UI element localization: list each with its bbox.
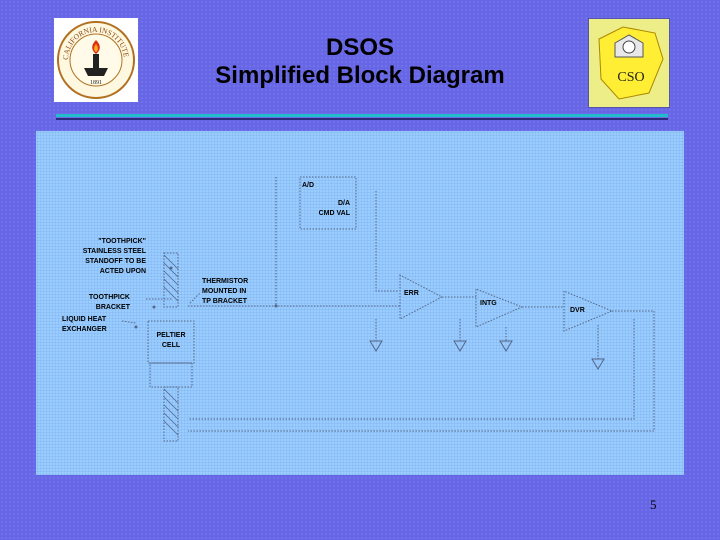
cso-logo: CSO (588, 18, 670, 108)
standoff-hatch (163, 254, 179, 302)
err-amplifier (399, 274, 444, 320)
heat-exchanger-box (149, 362, 193, 388)
bracket-label-line-2: BRACKET (96, 304, 131, 311)
dac-to-err-wire (375, 191, 398, 292)
header-rule-dark (56, 118, 668, 120)
dvr-label: DVR (570, 307, 585, 314)
slide-title: DSOS Simplified Block Diagram (150, 34, 570, 90)
cso-logo-text: CSO (617, 70, 644, 85)
diagram-panel: A/D D/A CMD VAL "TOOTHPICK" STAINLESS ST… (36, 131, 684, 475)
ad-box (299, 176, 357, 230)
toothpick-label-line-4: ACTED UPON (100, 268, 146, 275)
thermistor-label-line-1: THERMISTOR (202, 278, 248, 285)
cmd-val-label: CMD VAL (319, 210, 351, 217)
standoff-dot (169, 266, 173, 270)
dvr-ground-symbol (591, 358, 605, 370)
title-line-1: DSOS (325, 34, 394, 61)
da-label: D/A (338, 200, 350, 207)
page-number: 5 (650, 497, 657, 512)
heat-exchanger-stem (163, 386, 179, 442)
dvr-output-outer-wire (188, 310, 655, 432)
err-ground-symbol (369, 340, 383, 352)
peltier-label-line-2: CELL (162, 342, 181, 349)
thermistor-label-line-3: TP BRACKET (202, 298, 248, 305)
toothpick-standoff (163, 252, 179, 308)
intg-ground-symbol (499, 340, 513, 352)
dvr-amplifier (563, 290, 614, 332)
thermistor-leader (189, 292, 201, 304)
toothpick-label-line-2: STAINLESS STEEL (83, 248, 147, 255)
thermistor-junction (274, 304, 278, 308)
caltech-seal-year: 1891 (90, 80, 102, 86)
intg-amplifier (475, 288, 524, 328)
dvr-output-inner-wire (188, 319, 635, 420)
bracket-dot (152, 305, 156, 309)
toothpick-label-line-3: STANDOFF TO BE (85, 258, 146, 265)
exchanger-hatch (163, 388, 179, 436)
peltier-label-line-1: PELTIER (156, 332, 185, 339)
intg-input-ground-symbol (453, 340, 467, 352)
ad-label: A/D (302, 182, 314, 189)
title-line-2: Simplified Block Diagram (215, 62, 505, 89)
liquid-leader (121, 320, 137, 324)
intg-label: INTG (480, 300, 497, 307)
thermistor-label-line-2: MOUNTED IN (202, 288, 246, 295)
bracket-label-line-1: TOOTHPICK (89, 294, 130, 301)
header-rule-cyan (56, 114, 668, 117)
liquid-dot (134, 325, 138, 329)
liquid-label-line-1: LIQUID HEAT (62, 316, 107, 323)
err-label: ERR (404, 290, 419, 297)
caltech-logo: CALIFORNIA INSTITUTE OF TECHNOLOGY 1891 (51, 11, 138, 102)
liquid-label-line-2: EXCHANGER (62, 326, 107, 333)
toothpick-label-line-1: "TOOTHPICK" (98, 238, 146, 245)
